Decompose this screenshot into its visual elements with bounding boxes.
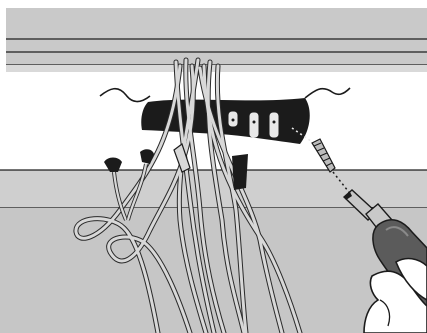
connector-left-1 bbox=[104, 157, 122, 172]
wire-1 bbox=[174, 60, 216, 333]
clip-slots bbox=[228, 111, 279, 138]
clip-body bbox=[141, 98, 310, 144]
cable-clip-icon bbox=[99, 87, 351, 147]
cable-connectors bbox=[104, 143, 248, 221]
wire-5 bbox=[215, 64, 248, 333]
wire-9 bbox=[198, 66, 284, 333]
lower-surface bbox=[0, 169, 427, 333]
wire-3 bbox=[177, 58, 208, 333]
wire-6 bbox=[107, 64, 195, 333]
connector-middle bbox=[173, 143, 191, 173]
wire-2 bbox=[184, 58, 226, 333]
wire-7 bbox=[74, 64, 182, 333]
connector-black-bar bbox=[232, 154, 248, 190]
connector-left-2 bbox=[140, 149, 154, 164]
wire-bundle bbox=[73, 57, 303, 333]
upper-wall-strip bbox=[6, 8, 427, 72]
hand-icon bbox=[363, 257, 427, 333]
